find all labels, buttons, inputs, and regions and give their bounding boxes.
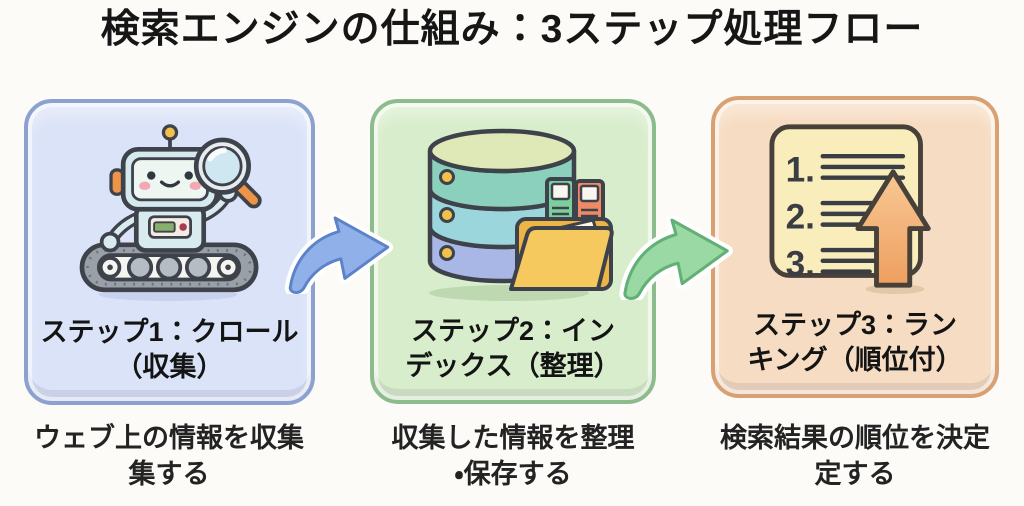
step-caption-crawl: ウェブ上の情報を収集 集する [10,420,328,493]
step-label-line: （収集） [115,351,224,382]
step-label-line: ステップ1：クロール [40,316,299,347]
crawler-robot-icon [28,103,311,315]
ranking-list-icon: 1. 2. 3. [715,100,995,308]
svg-text:1.: 1. [786,151,815,190]
page-title: 検索エンジンの仕組み：3ステップ処理フロー [100,8,924,51]
svg-text:2.: 2. [786,197,815,236]
caption-line: 定する [814,459,896,490]
step-label-line: ステップ3：ラン [752,309,958,340]
caption-line: 収集した情報を整理 [391,423,635,453]
step-caption-index: 収集した情報を整理 ・保存する [356,420,670,493]
step-label-ranking: ステップ3：ラン キング（順位付） [715,308,995,394]
database-index-icon-svg [427,129,614,302]
step-label-line: キング（順位付） [747,344,963,375]
step-label-index: ステップ2：イン デックス（整理） [374,314,652,400]
step-label-line: デックス（整理） [405,350,621,381]
database-index-icon [374,103,652,314]
ranking-list-icon-svg: 1. 2. 3. [769,124,931,294]
step-card-ranking: 1. 2. 3. ステップ3：ラン キング（順位付） [711,96,999,398]
caption-line: ウェブ上の情報を収集 [34,423,304,453]
crawler-robot-icon-svg [79,124,262,301]
flow-arrow-2-3-icon [619,214,733,300]
step-caption-ranking: 検索結果の順位を決定 定する [700,420,1010,493]
caption-line: 検索結果の順位を決定 [720,423,990,453]
svg-text:3.: 3. [786,244,815,283]
step-card-crawl: ステップ1：クロール （収集） [24,99,315,405]
caption-line: 集する [128,459,210,490]
step-label-crawl: ステップ1：クロール （収集） [28,315,311,401]
flow-arrow-1-2-icon [284,212,394,294]
caption-line: ・保存する [454,459,572,490]
step-label-line: ステップ2：イン [410,315,616,346]
